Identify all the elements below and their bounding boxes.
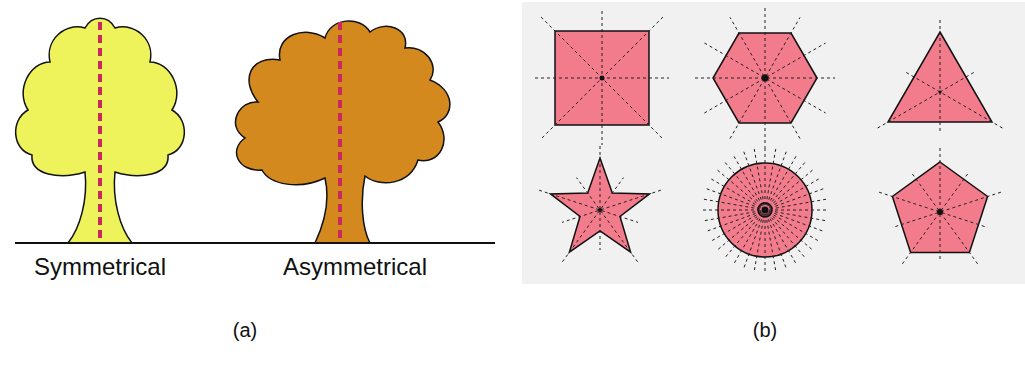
center-ring — [758, 203, 772, 217]
center-dot — [939, 91, 942, 94]
circle-axes — [703, 148, 827, 272]
circle-shape — [718, 163, 812, 257]
panel-background — [522, 2, 1025, 284]
square-axes — [535, 11, 669, 145]
ground-line — [15, 242, 495, 244]
center-dot — [598, 208, 602, 212]
symmetry-axis — [338, 22, 342, 243]
center-dot — [600, 76, 605, 81]
symmetry-axis — [98, 22, 102, 243]
asymmetrical-tree — [235, 21, 449, 243]
panel-label: (b) — [753, 318, 777, 342]
symmetrical-tree — [16, 18, 185, 243]
pentagon-axes — [879, 148, 1001, 264]
tree-caption: Asymmetrical — [283, 253, 427, 282]
panel-label: (a) — [233, 318, 257, 342]
center-dot — [762, 75, 769, 82]
tree-caption: Symmetrical — [34, 253, 166, 282]
hexagon-axes — [695, 8, 835, 148]
center-dot — [937, 209, 943, 215]
center-dot — [762, 207, 769, 214]
triangle-axes — [878, 20, 1003, 132]
star-axes — [539, 146, 661, 262]
